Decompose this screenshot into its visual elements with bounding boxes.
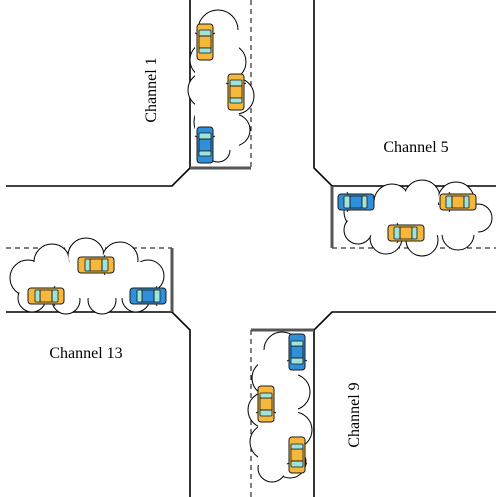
- yellow-car-icon: [387, 222, 425, 244]
- yellow-car-icon: [194, 23, 216, 61]
- yellow-car-icon: [225, 73, 247, 111]
- stop-lines: [170, 166, 334, 332]
- channel-5-label: Channel 5: [383, 139, 448, 156]
- road-edge-top-left: [6, 0, 191, 187]
- yellow-car-icon: [255, 385, 277, 423]
- channel-13-label: Channel 13: [49, 345, 122, 362]
- blue-car-icon: [194, 126, 216, 164]
- yellow-car-icon: [286, 436, 308, 474]
- blue-car-icon: [337, 191, 375, 213]
- blue-car-icon: [129, 285, 167, 307]
- yellow-car-icon: [27, 285, 65, 307]
- road-edge-top-right: [313, 0, 496, 187]
- clouds: [9, 9, 493, 483]
- channel-9-label: Channel 9: [346, 382, 363, 447]
- channel-1-label: Channel 1: [143, 57, 160, 122]
- road-edge-bottom-right: [313, 311, 496, 497]
- blue-car-icon: [286, 333, 308, 371]
- cloud-channel-5: [343, 179, 493, 257]
- yellow-car-icon: [77, 254, 115, 276]
- yellow-car-icon: [439, 191, 477, 213]
- road-edge-bottom-left: [6, 311, 191, 497]
